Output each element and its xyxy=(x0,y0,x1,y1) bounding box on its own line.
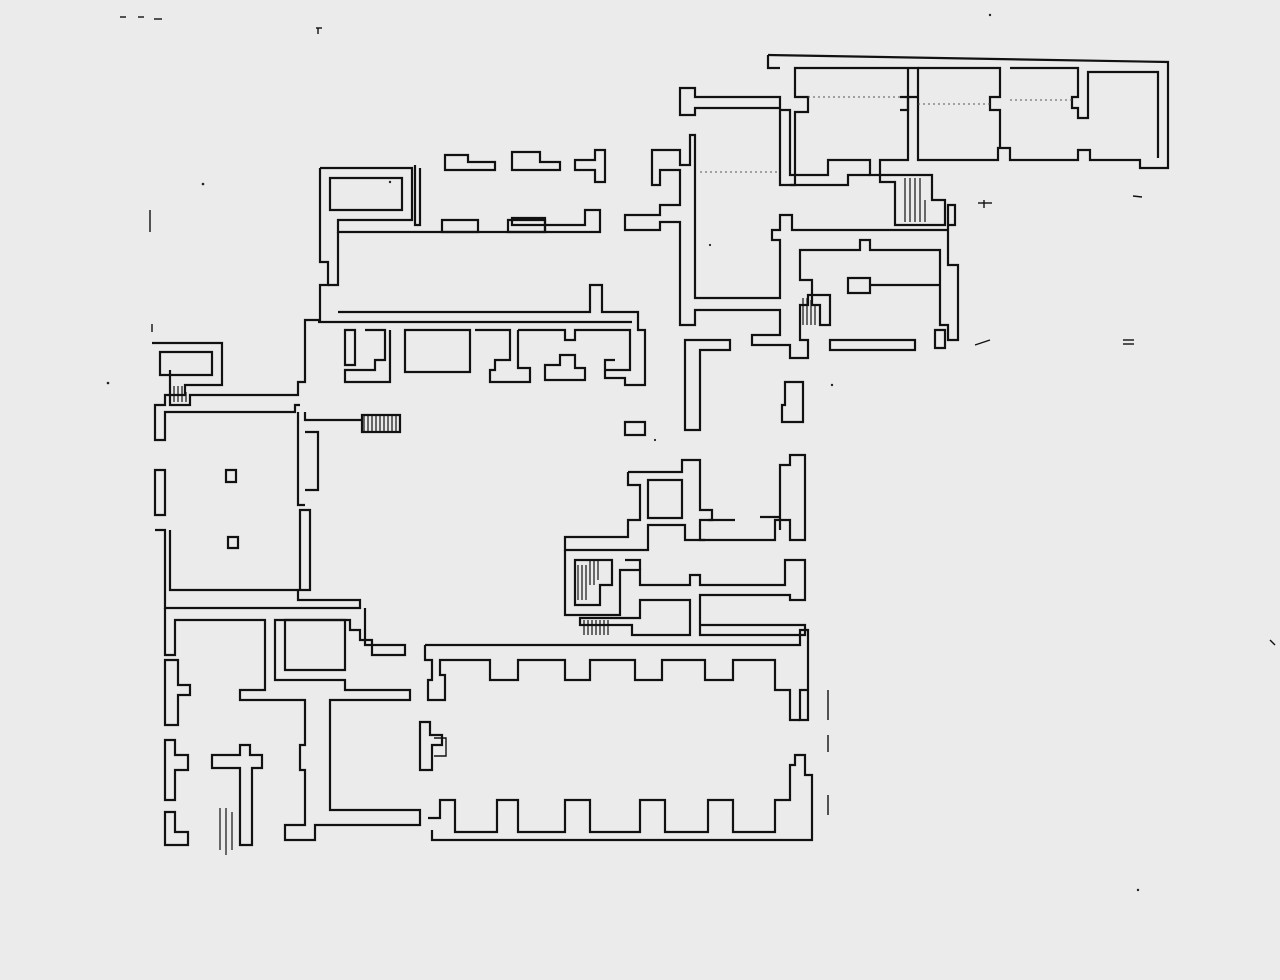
north-range xyxy=(168,148,647,407)
stray-marks xyxy=(106,13,1276,892)
chapel-hall xyxy=(418,628,829,842)
south-west-rooms xyxy=(163,608,422,855)
central-east-block xyxy=(563,453,807,637)
north-west-annex xyxy=(152,341,300,442)
west-hall xyxy=(153,412,402,610)
north-east-range xyxy=(678,53,1170,187)
east-stair xyxy=(802,298,816,325)
east-center-block xyxy=(623,133,960,437)
north-east-stair xyxy=(878,173,947,227)
